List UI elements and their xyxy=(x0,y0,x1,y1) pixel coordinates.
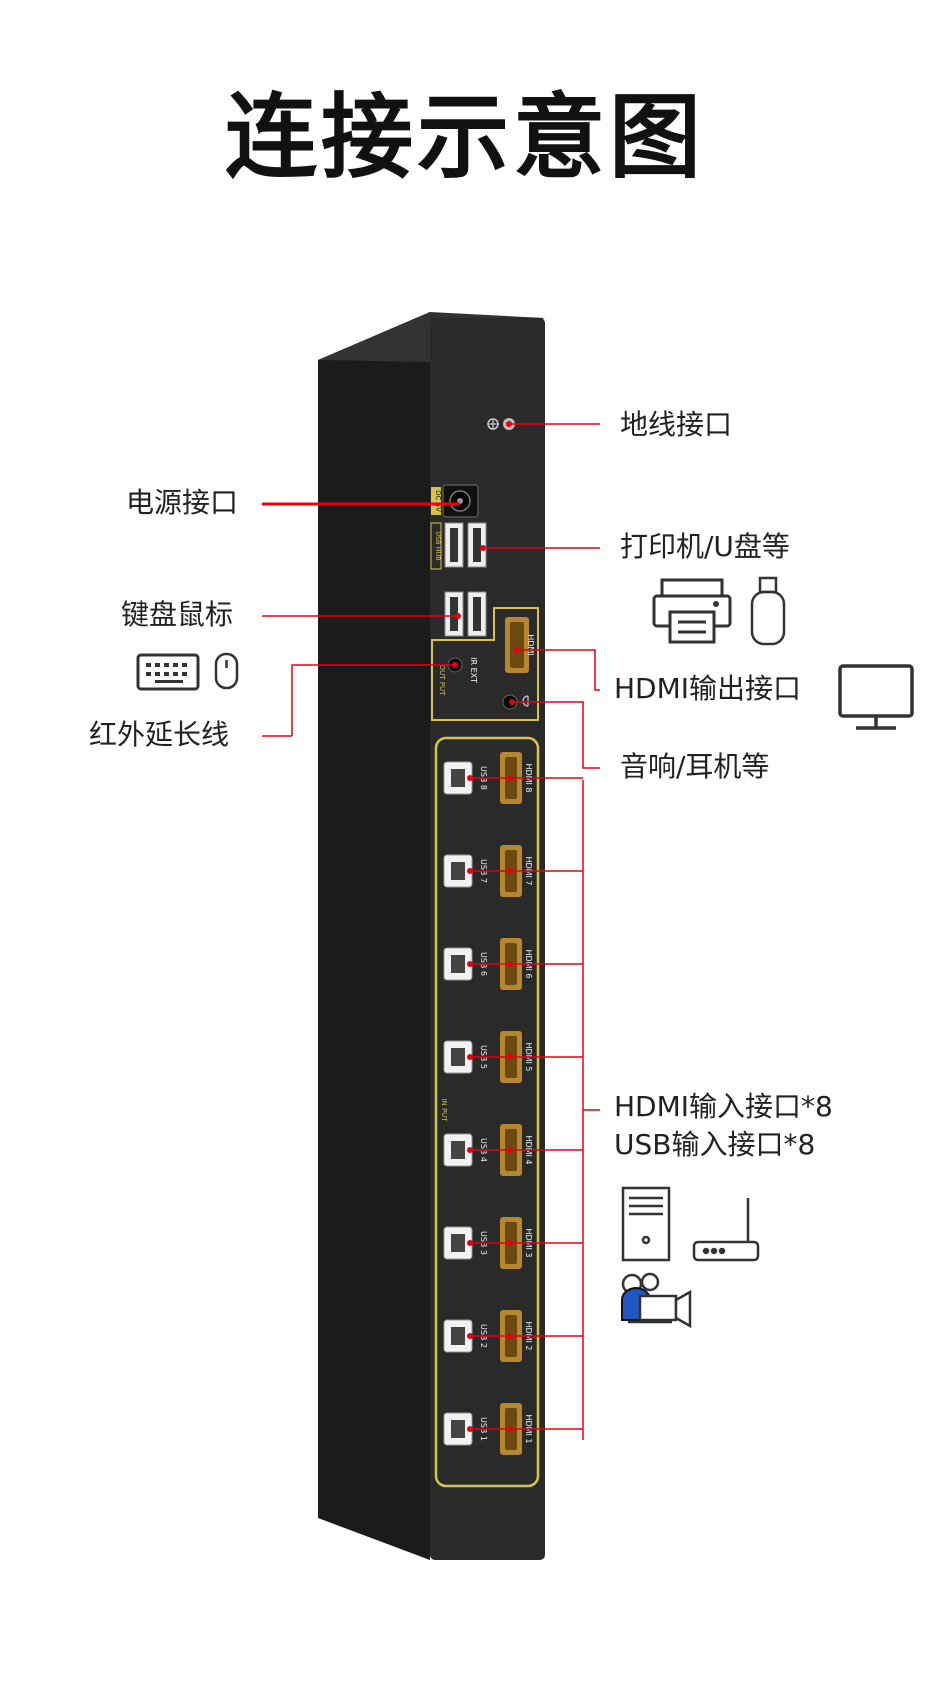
keyboard-icon xyxy=(136,653,200,691)
label-hdmi-in: HDMI输入接口*8 xyxy=(614,1090,833,1123)
audio-leader xyxy=(512,701,600,769)
video-conference-icon xyxy=(621,1272,692,1329)
printer-icon xyxy=(652,578,732,644)
input-leaders xyxy=(467,775,583,1432)
usb-hub-ports xyxy=(444,522,487,568)
output-panel xyxy=(431,607,539,721)
leader-dot xyxy=(507,1147,513,1153)
page-title: 连接示意图 xyxy=(224,84,705,191)
usb-drive-icon xyxy=(750,576,786,646)
label-ground: 地线接口 xyxy=(620,408,733,441)
leader-dot xyxy=(467,775,473,781)
dc-label: DC 5V xyxy=(434,490,442,512)
router-icon xyxy=(692,1198,760,1262)
leader-dot xyxy=(467,1054,473,1060)
label-usb-hub: 打印机/U盘等 xyxy=(620,530,790,563)
leader-lines xyxy=(262,423,600,1440)
leader-dot xyxy=(507,775,513,781)
hdmi-out-leader xyxy=(517,649,600,691)
output-label: OUT PUT xyxy=(438,665,446,696)
usb-hub-label: USB HUB xyxy=(434,531,442,561)
headphone-icon xyxy=(522,695,529,707)
input-label: IN PUT xyxy=(440,1098,448,1122)
label-hdmi-out: HDMI输出接口 xyxy=(614,672,802,705)
leader-dot xyxy=(507,1240,513,1246)
leader-dot xyxy=(507,1426,513,1432)
leader-dot xyxy=(507,961,513,967)
leader-dot xyxy=(467,868,473,874)
leader-dot xyxy=(507,1054,513,1060)
leader-dot xyxy=(467,1426,473,1432)
label-audio: 音响/耳机等 xyxy=(620,750,770,783)
label-usb-in: USB输入接口*8 xyxy=(614,1128,816,1161)
leader-dot xyxy=(467,961,473,967)
label-ir: 红外延长线 xyxy=(89,718,230,751)
usb-hub-label-box xyxy=(430,522,442,570)
leader-dot xyxy=(507,1333,513,1339)
mouse-icon xyxy=(214,652,239,690)
dc-label-box xyxy=(431,487,441,515)
hdmi-out-label: HDMI xyxy=(526,634,535,655)
pc-tower-icon xyxy=(621,1186,671,1262)
leader-dot xyxy=(507,868,513,874)
leader-dots xyxy=(452,421,520,705)
leader-dot xyxy=(467,1240,473,1246)
ir-leader xyxy=(291,664,455,736)
label-power: 电源接口 xyxy=(126,486,239,519)
leader-dot xyxy=(467,1333,473,1339)
keyboard-mouse-ports xyxy=(444,591,487,637)
input-panel xyxy=(434,736,540,1488)
monitor-icon xyxy=(838,664,914,730)
device-side-face xyxy=(318,312,430,1560)
ir-ext-label: IR EXT xyxy=(469,657,478,683)
label-keyboard-mouse: 键盘鼠标 xyxy=(121,598,234,631)
leader-dot xyxy=(467,1147,473,1153)
